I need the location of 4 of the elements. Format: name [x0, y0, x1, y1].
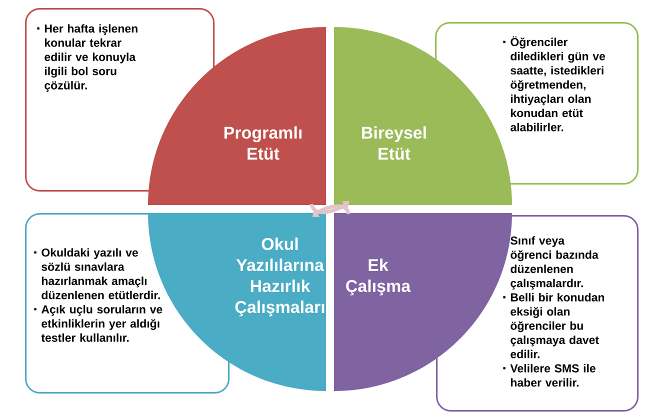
curved-arrow: [310, 201, 350, 214]
quadrant-segment: Programlı Etüt: [148, 27, 326, 205]
quadrant-segment: Ek Çalışma: [334, 213, 512, 391]
quadrant-segment: Bireysel Etüt: [334, 27, 512, 205]
